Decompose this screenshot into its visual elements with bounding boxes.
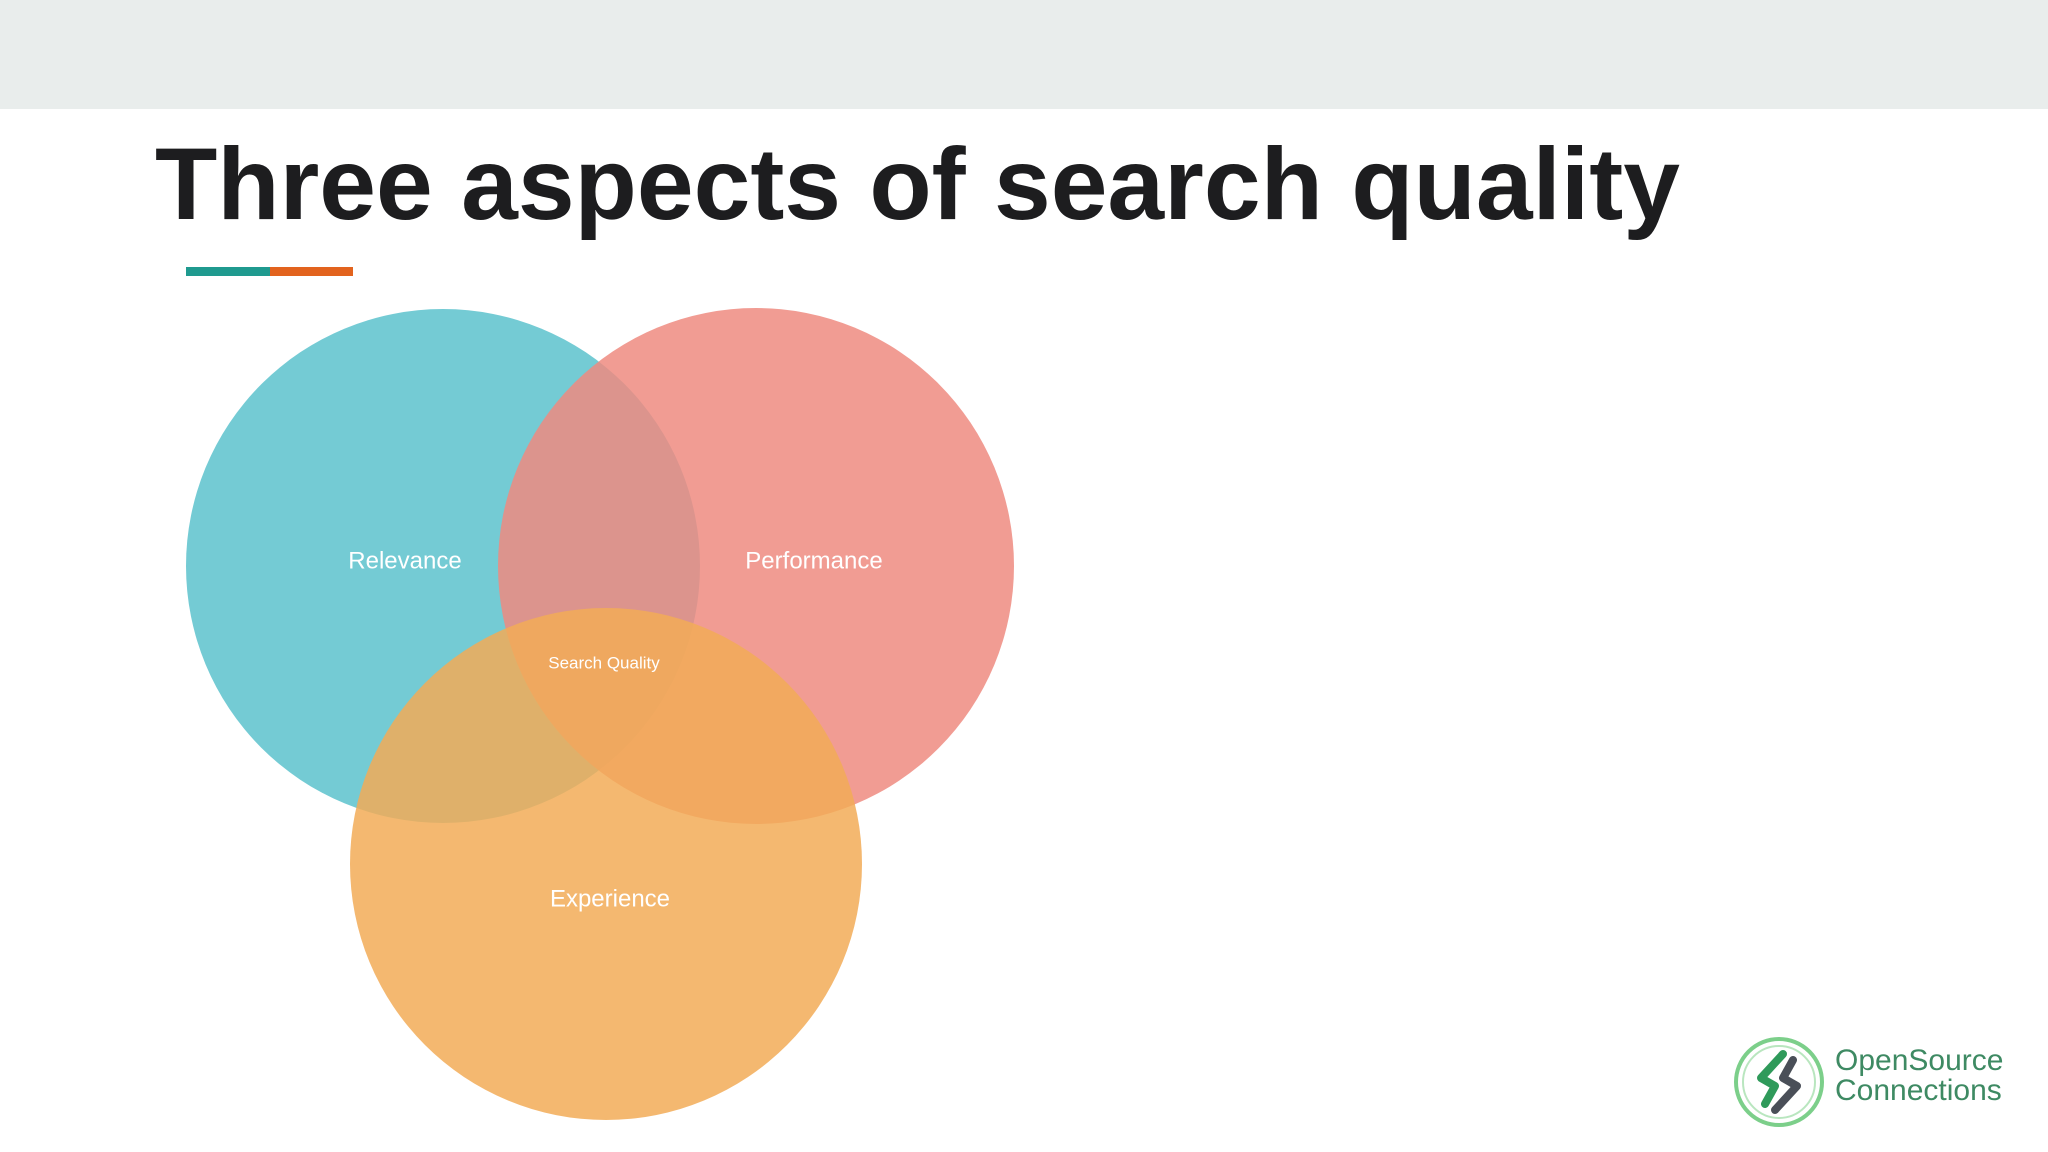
experience-circle xyxy=(350,608,862,1120)
slide-title: Three aspects of search quality xyxy=(155,127,1680,241)
logo-wordmark: OpenSource Connections xyxy=(1835,1046,2003,1106)
experience-label: Experience xyxy=(550,885,670,912)
relevance-label: Relevance xyxy=(348,547,461,574)
opensource-connections-logo-icon xyxy=(1734,1037,1824,1127)
logo-line-1: OpenSource xyxy=(1835,1044,2004,1077)
header-band xyxy=(0,0,2048,109)
performance-label: Performance xyxy=(745,547,882,574)
title-accent-orange xyxy=(270,267,353,276)
search-quality-label: Search Quality xyxy=(548,653,660,672)
logo-line-2: Connections xyxy=(1835,1074,2002,1107)
title-accent-teal xyxy=(186,267,270,276)
